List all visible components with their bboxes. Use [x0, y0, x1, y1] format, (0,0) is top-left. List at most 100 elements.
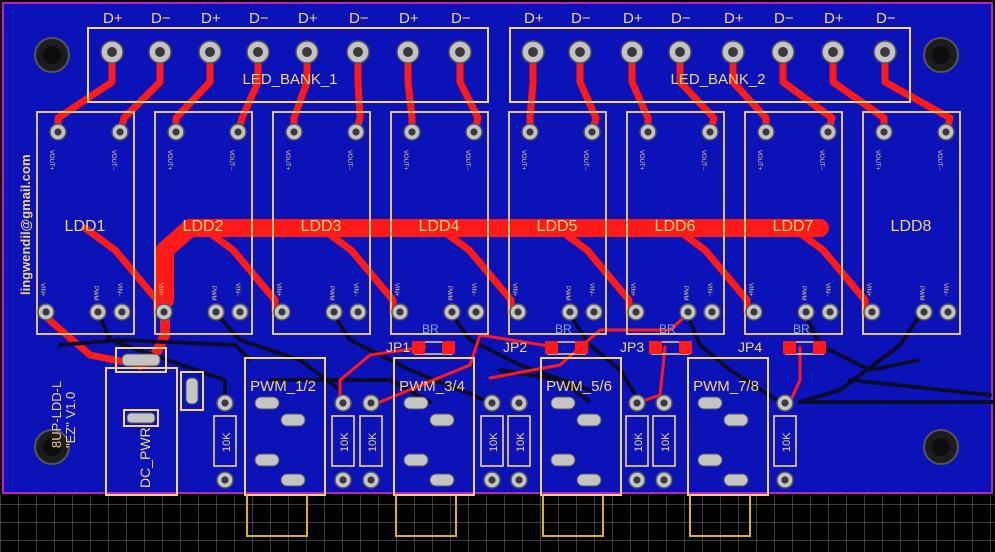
- board-name: 8UP-LDD-L: [49, 381, 64, 448]
- driver-3-vin-minus-label: VIN−: [352, 283, 358, 297]
- driver-2-vin-plus-pad-hole: [160, 308, 168, 316]
- driver-3-vout-plus-pad-hole: [290, 128, 298, 136]
- driver-1-vin-plus-pad-hole: [42, 308, 50, 316]
- resistor-7-pad-top-hole: [660, 399, 668, 407]
- driver-4-vin-minus-pad-hole: [472, 308, 480, 316]
- led-bank-1-outline: [87, 27, 489, 103]
- driver-8-vin-minus-label: VIN−: [942, 283, 948, 297]
- resistor-6-pad-top-hole: [633, 399, 641, 407]
- vin-feed-trace-3: [199, 224, 279, 316]
- driver-7-pwm-label: PWM: [800, 286, 806, 301]
- vin-feed-trace-8: [789, 224, 869, 316]
- bank1-pin-label-4: D−: [249, 10, 269, 27]
- bank2-pin-1-hole: [528, 47, 538, 57]
- dc-jack-pin-1: [121, 353, 161, 367]
- bank1-pin-8-hole: [455, 47, 465, 57]
- bank2-pin-label-1: D+: [524, 10, 544, 27]
- driver-3-vin-minus-pad-hole: [354, 308, 362, 316]
- driver-1-vout-plus-label: VOUT+: [48, 150, 54, 171]
- driver-label-3: LDD3: [301, 218, 342, 235]
- driver-6-pwm-pad-hole: [684, 308, 692, 316]
- driver-3-pwm-pad-hole: [330, 308, 338, 316]
- driver-outline-3: [272, 111, 371, 335]
- driver-5-pwm-label: PWM: [564, 286, 570, 301]
- bank1-pin-label-3: D+: [201, 10, 221, 27]
- pwm-port-label-1: PWM_1/2: [250, 378, 316, 395]
- bank1-pin-5-hole: [302, 47, 312, 57]
- driver-6-vout-plus-label: VOUT+: [638, 150, 644, 171]
- bank2-label: LED_BANK_2: [670, 71, 765, 88]
- bank1-pin-label-1: D+: [103, 10, 123, 27]
- pwm-port-3-slot-3: [550, 453, 576, 467]
- jumper-4-type: BR: [793, 322, 810, 336]
- resistor-outline-8: [773, 415, 797, 467]
- signal-trace-9: [58, 338, 252, 362]
- resistor-5-pad-bottom-hole: [515, 476, 523, 484]
- dc-jack-outline: [105, 367, 178, 496]
- bank1-pin-3-hole: [205, 47, 215, 57]
- jumper-2-type: BR: [555, 322, 572, 336]
- vin-feed-trace-6: [553, 224, 633, 316]
- jumper-4-label: JP4: [738, 339, 762, 355]
- vout-minus-trace-3: [352, 48, 364, 136]
- resistor-outline-6: [625, 415, 649, 467]
- driver-5-vout-minus-label: VOUT−: [582, 150, 588, 171]
- pwm-port-1-slot-4: [280, 473, 306, 487]
- bank2-pin-2-hole: [575, 47, 585, 57]
- signal-trace-7: [802, 310, 922, 372]
- driver-8-vout-plus-pad-hole: [880, 128, 888, 136]
- pwm-port-4-slot-3: [697, 453, 723, 467]
- pwm-port-1-slot-3: [254, 453, 280, 467]
- pwm-jack-body-3: [542, 495, 604, 537]
- driver-6-vout-minus-pad-hole: [706, 128, 714, 136]
- dc-power-label: DC_PWR: [137, 427, 153, 488]
- driver-2-vout-minus-pad-hole: [234, 128, 242, 136]
- pwm-port-outline-2: [393, 357, 475, 496]
- resistor-outline-2: [331, 415, 355, 467]
- resistor-5-pad-top-hole: [515, 399, 523, 407]
- bank2-pin-8-hole: [880, 47, 890, 57]
- driver-outline-4: [390, 111, 489, 335]
- bank2-pin-7-hole: [828, 47, 838, 57]
- driver-4-pwm-label: PWM: [446, 286, 452, 301]
- pwm-port-3-slot-4: [576, 473, 602, 487]
- jp1-trace: [338, 345, 427, 404]
- driver-3-vin-plus-pad-hole: [278, 308, 286, 316]
- driver-6-vout-minus-label: VOUT−: [700, 150, 706, 171]
- bank2-pin-label-8: D−: [876, 10, 896, 27]
- driver-3-pwm-label: PWM: [328, 286, 334, 301]
- vin-feed-trace-4: [317, 224, 397, 316]
- driver-5-vin-minus-pad-hole: [590, 308, 598, 316]
- resistor-value-7: 10K: [660, 432, 672, 452]
- driver-2-pwm-label: PWM: [210, 286, 216, 301]
- bank1-pin-6-hole: [353, 47, 363, 57]
- driver-4-vout-minus-pad-hole: [470, 128, 478, 136]
- driver-8-pwm-pad-hole: [920, 308, 928, 316]
- driver-5-vout-plus-label: VOUT+: [520, 150, 526, 171]
- driver-5-pwm-pad-hole: [566, 308, 574, 316]
- pwm-jack-body-4: [689, 495, 751, 537]
- bank1-pin-1-hole: [107, 47, 117, 57]
- jumper-3-pad-a: [649, 341, 662, 354]
- background-grid: [0, 495, 995, 552]
- driver-1-vout-minus-label: VOUT−: [110, 150, 116, 171]
- driver-6-vin-plus-pad-hole: [632, 308, 640, 316]
- driver-4-vin-plus-pad-hole: [396, 308, 404, 316]
- resistor-value-1: 10K: [221, 432, 233, 452]
- resistor-3-pad-top-hole: [367, 399, 375, 407]
- driver-outline-2: [154, 111, 253, 335]
- jumper-3-pad-b: [679, 341, 692, 354]
- jumper-1-label: JP1: [386, 339, 410, 355]
- mounting-hole-3-center: [43, 438, 61, 456]
- bank1-pin-label-8: D−: [451, 10, 471, 27]
- driver-2-vout-minus-label: VOUT−: [228, 150, 234, 171]
- driver-1-vin-plus-label: VIN+: [39, 283, 45, 297]
- label-layer: D+D−D+D−D+D−D+D−LED_BANK_1D+D−D+D−D+D−D+…: [18, 10, 948, 488]
- dc-jack-pin-outline-1: [115, 347, 167, 373]
- led-bank-2-outline: [509, 27, 911, 103]
- driver-5-vout-minus-pad-hole: [588, 128, 596, 136]
- vout-plus-trace-4: [404, 48, 416, 136]
- pwm-port-2-slot-2: [429, 413, 455, 427]
- driver-5-vin-plus-pad-hole: [514, 308, 522, 316]
- board-version: "EZ" V1.0: [63, 392, 78, 448]
